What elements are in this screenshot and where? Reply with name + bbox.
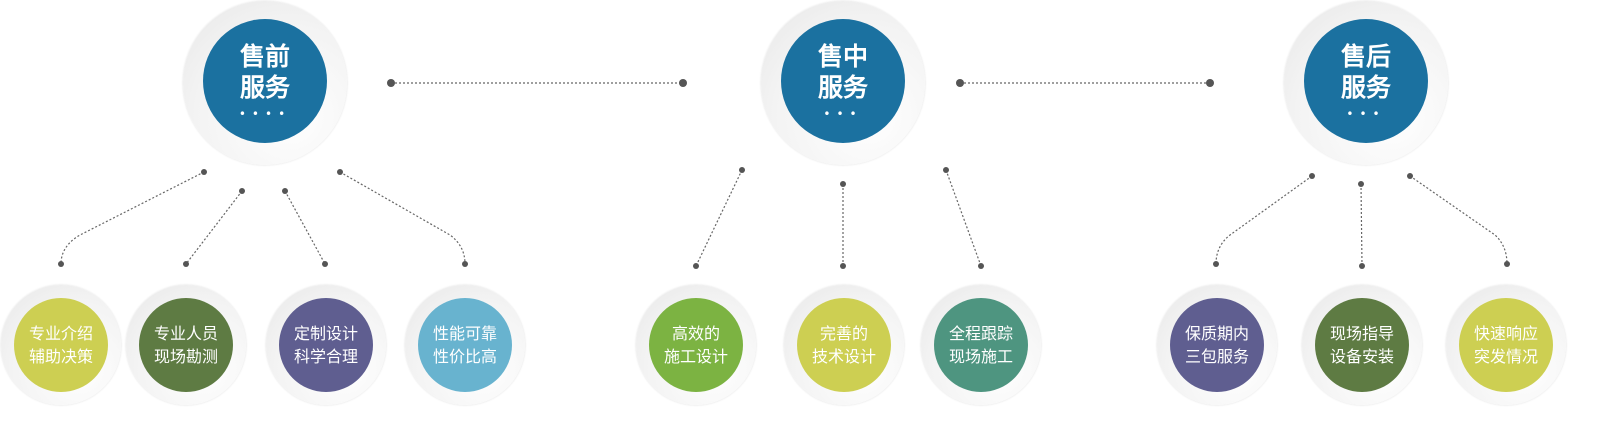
- sub-node-circle: 现场指导设备安装: [1315, 298, 1409, 392]
- sub-node-circle: 定制设计科学合理: [279, 298, 373, 392]
- sub-node-label: 突发情况: [1473, 347, 1538, 366]
- sub-node-label: 技术设计: [811, 347, 876, 366]
- sub-node-label: 科学合理: [293, 347, 358, 366]
- main-node-title: 服务: [239, 73, 290, 102]
- sub-node-circle: 性能可靠性价比高: [418, 298, 512, 392]
- sub-node: 专业介绍辅助决策: [1, 285, 121, 405]
- sub-node-label: 性能可靠: [432, 324, 497, 343]
- main-node-1: 售中服务 •••: [761, 1, 925, 165]
- sub-node-label: 施工设计: [663, 347, 728, 366]
- sub-node-label: 高效的: [671, 324, 720, 343]
- sub-node: 定制设计科学合理: [266, 285, 386, 405]
- main-node-2: 售后服务 •••: [1284, 1, 1448, 165]
- sub-node-circle: 高效的施工设计: [649, 298, 743, 392]
- sub-node: 专业人员现场勘测: [126, 285, 246, 405]
- sub-node: 现场指导设备安装: [1302, 285, 1422, 405]
- sub-node-circle: 全程跟踪现场施工: [934, 298, 1028, 392]
- sub-node-label: 专业介绍: [28, 324, 93, 343]
- sub-node: 高效的施工设计: [636, 285, 756, 405]
- dots-decoration: •••: [823, 107, 863, 121]
- sub-node-label: 保质期内: [1184, 324, 1249, 343]
- sub-node-label: 定制设计: [293, 324, 358, 343]
- dots-decoration: ••••: [238, 107, 292, 121]
- sub-node: 全程跟踪现场施工: [921, 285, 1041, 405]
- sub-node-label: 辅助决策: [28, 347, 93, 366]
- sub-node-circle: 完善的技术设计: [797, 298, 891, 392]
- sub-node-circle: 快速响应突发情况: [1459, 298, 1553, 392]
- main-node-title: 售中: [817, 42, 868, 71]
- sub-node-circle: 专业介绍辅助决策: [14, 298, 108, 392]
- sub-node-label: 全程跟踪: [948, 324, 1013, 343]
- main-node-title: 服务: [817, 73, 868, 102]
- main-node-0: 售前服务 ••••: [183, 1, 347, 165]
- sub-node-label: 三包服务: [1184, 347, 1249, 366]
- main-node-title: 售后: [1340, 42, 1391, 71]
- sub-node-label: 专业人员: [153, 324, 218, 343]
- dots-decoration: •••: [1346, 107, 1386, 121]
- sub-node: 完善的技术设计: [784, 285, 904, 405]
- sub-node-label: 性价比高: [432, 347, 497, 366]
- sub-node-circle: 专业人员现场勘测: [139, 298, 233, 392]
- sub-node: 保质期内三包服务: [1157, 285, 1277, 405]
- sub-node-label: 现场指导: [1329, 324, 1394, 343]
- sub-node-label: 完善的: [819, 324, 868, 343]
- main-node-circle: 售中服务 •••: [781, 19, 905, 143]
- sub-node-label: 快速响应: [1473, 324, 1538, 343]
- sub-node-label: 设备安装: [1329, 347, 1394, 366]
- main-node-circle: 售后服务 •••: [1304, 19, 1428, 143]
- sub-node-label: 现场勘测: [153, 347, 218, 366]
- main-node-title: 售前: [239, 42, 290, 71]
- sub-node-circle: 保质期内三包服务: [1170, 298, 1264, 392]
- sub-node-label: 现场施工: [948, 347, 1013, 366]
- main-node-circle: 售前服务 ••••: [203, 19, 327, 143]
- sub-node: 快速响应突发情况: [1446, 285, 1566, 405]
- sub-node: 性能可靠性价比高: [405, 285, 525, 405]
- connector-dots: [58, 79, 1510, 269]
- main-node-title: 服务: [1340, 73, 1391, 102]
